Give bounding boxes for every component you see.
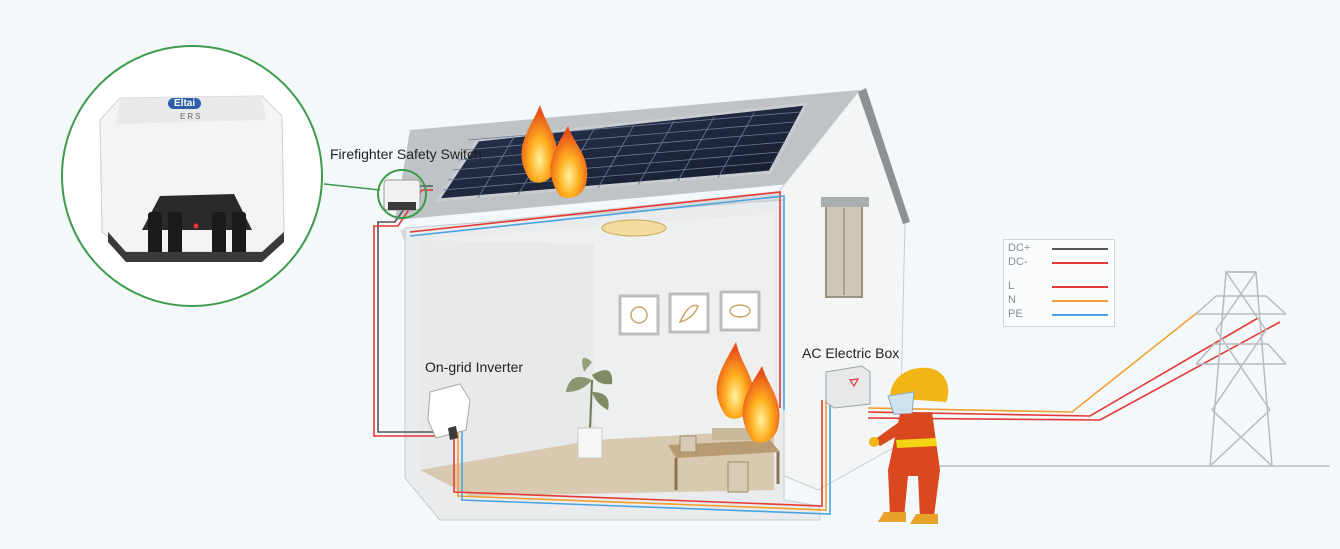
transmission-tower	[1195, 271, 1287, 467]
picture-frame-1	[618, 294, 660, 336]
inverter	[427, 383, 471, 440]
l-cable-roof	[409, 191, 781, 408]
safety-switch-small	[383, 179, 421, 211]
device-callout	[61, 45, 323, 307]
l-cable-grid	[867, 317, 1259, 417]
ac-box-label: AC Electric Box	[802, 345, 900, 361]
device-base	[108, 232, 284, 262]
roof-flames	[521, 105, 588, 198]
picture-frame-3	[719, 290, 761, 332]
inverter-label: On-grid Inverter	[425, 359, 524, 375]
device-brand-label: Eltai	[168, 98, 202, 109]
flame-roof-2	[550, 126, 588, 198]
inverter-body	[427, 383, 471, 439]
pe-cable-roof	[409, 195, 785, 410]
picture-frame-3-art	[729, 304, 751, 318]
l-cable-floor	[453, 400, 823, 507]
dining-set	[668, 428, 780, 493]
ceiling-lamp	[601, 219, 667, 237]
l2-cable-grid	[867, 321, 1281, 421]
n-cable-grid	[867, 311, 1199, 413]
firefighter-boot-right	[910, 514, 938, 524]
legend-row-l: L	[1008, 280, 1112, 294]
safety-switch-ports	[388, 202, 416, 210]
ac-electric-box	[825, 365, 871, 409]
pe-cable-floor	[461, 400, 831, 515]
flame-room-2	[742, 366, 780, 443]
legend-row-n: N	[1008, 294, 1112, 308]
inverter-ports	[448, 426, 458, 440]
flame-roof-1	[521, 105, 558, 183]
picture-frame-2-art	[678, 304, 699, 324]
firefighter	[869, 367, 949, 524]
window-ledge	[821, 197, 869, 207]
n-cable-floor	[457, 400, 827, 511]
ac-box-body	[825, 365, 871, 409]
dc-minus-cable	[373, 189, 440, 437]
legend-row-dc-plus: DC+	[1008, 242, 1112, 256]
firefighter-switch-label: Firefighter Safety Switch	[330, 146, 482, 162]
legend-key-pe: PE	[1008, 308, 1023, 320]
legend-key-dc-plus: DC+	[1008, 242, 1031, 254]
firefighter-arm	[874, 420, 904, 446]
legend-swatch-dc-minus	[1052, 262, 1108, 264]
potted-plant	[566, 357, 613, 459]
legend-row-pe: PE	[1008, 308, 1112, 322]
legend-swatch-pe	[1052, 314, 1108, 316]
callout-small-circle	[377, 169, 427, 219]
device-led	[193, 223, 199, 229]
firefighter-glove	[869, 437, 879, 447]
legend-row-dc-minus: DC-	[1008, 256, 1112, 270]
device-model-label: ERS	[180, 112, 203, 121]
legend-swatch-l	[1052, 286, 1108, 288]
legend-key-dc-minus: DC-	[1008, 256, 1028, 268]
picture-frame-2	[668, 292, 710, 334]
house	[395, 88, 910, 521]
legend-key-n: N	[1008, 294, 1016, 306]
legend-key-l: L	[1008, 280, 1015, 292]
legend-swatch-dc-plus	[1052, 248, 1108, 250]
gable-trim	[858, 88, 910, 224]
warning-icon	[848, 378, 860, 388]
device-top	[116, 96, 266, 124]
flame-room-1	[716, 342, 754, 419]
legend-swatch-n	[1052, 300, 1108, 302]
dc-plus-cable	[377, 185, 440, 433]
wire-legend: DC+ DC- L N PE	[1003, 239, 1115, 327]
room-flames	[716, 342, 780, 443]
callout-connector	[323, 183, 381, 191]
firefighter-boot-left	[878, 512, 906, 522]
picture-frame-1-art	[630, 306, 648, 324]
firefighter-reflective-band	[896, 438, 937, 448]
device-connectors	[148, 212, 246, 260]
wiring	[373, 185, 1281, 515]
